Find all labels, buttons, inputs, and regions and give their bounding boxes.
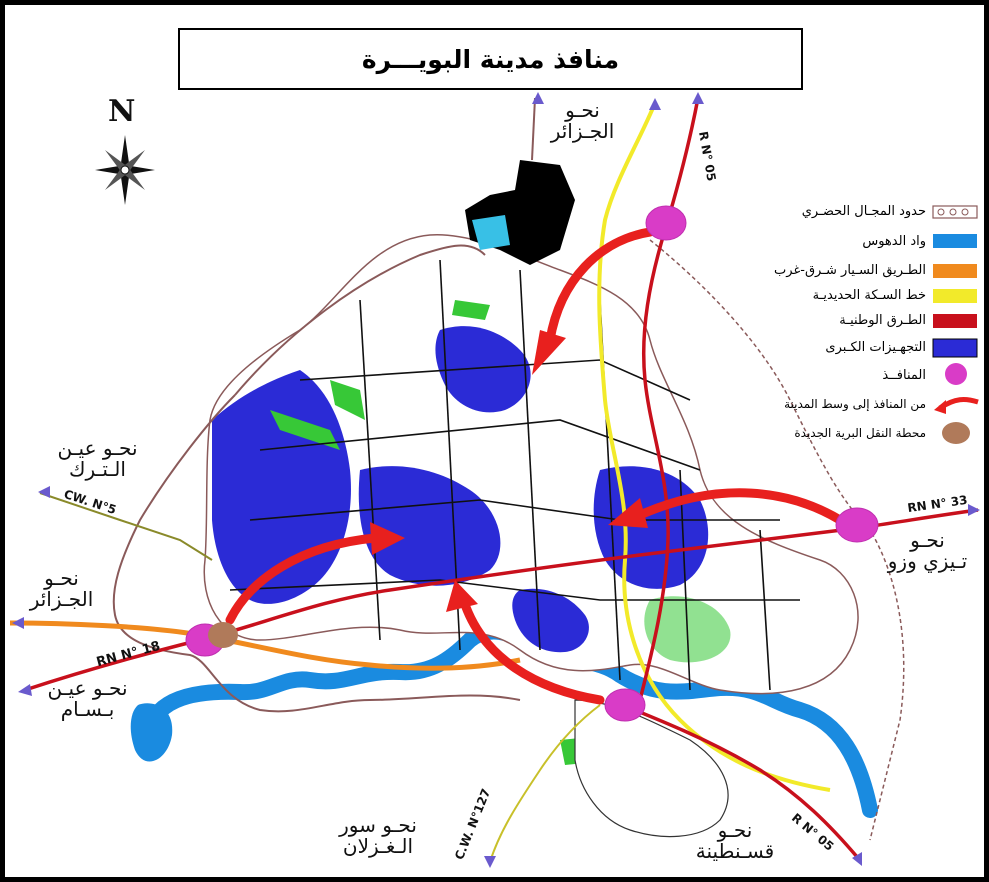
- legend-item-highway: الطـريق السـيار شـرق-غرب: [774, 263, 926, 278]
- equipment-zone-center: [358, 466, 501, 586]
- gateway-arrows: [225, 227, 845, 705]
- legend-item-national-roads: الطـرق الوطنيـة: [839, 313, 926, 328]
- arrow-west-gateway: [225, 533, 380, 625]
- green-space-1: [270, 410, 340, 450]
- green-space-3: [452, 300, 490, 320]
- destination-tizi-ouzou: نحـو تـيزي وزو: [887, 528, 968, 573]
- urban-limit-line: [112, 394, 521, 713]
- arrow-south-gateway: [457, 590, 605, 705]
- cw5-road: [39, 492, 213, 561]
- map-title-box: منافذ مدينة البويـــرة: [178, 28, 803, 90]
- urban-area: [203, 234, 859, 695]
- legend-item-bus-station: محطة النقل البرية الجديدة: [794, 426, 926, 440]
- destination-north-algiers: نحـو الجـزائر: [550, 98, 615, 143]
- legend-item-gateways: المنافــذ: [882, 368, 926, 383]
- gateway-arrowheads: [370, 330, 648, 612]
- map-title: منافذ مدينة البويـــرة: [361, 44, 620, 74]
- destination-ain-bessem: نحـو عيـن بـسـام: [47, 676, 128, 721]
- rn5-south-road: [609, 698, 860, 860]
- destination-west-algiers: نحـو الجـزائر: [29, 566, 94, 611]
- equipment-zone-south: [512, 588, 589, 653]
- north-district-basin: [472, 215, 510, 250]
- north-label: N: [108, 94, 136, 129]
- compass-rose-icon: [95, 135, 155, 205]
- cw127-road: [489, 704, 601, 863]
- legend-item-railway: خط السـكة الحديديـة: [812, 288, 926, 303]
- equipment-zone-north: [435, 326, 531, 413]
- gateway-east: [835, 507, 879, 543]
- road-network: [229, 259, 800, 691]
- legend-item-gateway-arrows: من المنافذ إلى وسط المدينة: [784, 397, 926, 411]
- river-lobe-west: [130, 703, 173, 762]
- gateway-north: [645, 205, 687, 241]
- north-access-road: [531, 97, 536, 161]
- urban-limit-line-north: [234, 244, 486, 396]
- arrow-north-gateway: [545, 227, 655, 345]
- legend-item-urban-limit: حدود المجـال الحضـري: [801, 204, 926, 219]
- rn5-road: [638, 97, 700, 701]
- gateway-south: [604, 688, 646, 722]
- place-label-oued-bouchia: RS O. Bouchia: [632, 769, 688, 789]
- east-west-highway: [9, 620, 521, 671]
- destination-ain-turk: نحـو عيـن الـتـرك: [57, 436, 138, 481]
- south-district: [574, 699, 729, 838]
- direction-arrowheads: [12, 92, 980, 868]
- destination-constantine: نحـو قسـنطينة: [695, 818, 775, 863]
- new-bus-station: [208, 622, 238, 648]
- green-space-2: [330, 380, 365, 420]
- arrow-east-gateway: [635, 488, 845, 525]
- gateway-markers: [185, 205, 879, 722]
- destination-sour-ghozlane: نحـو سور الـغـزلان: [339, 813, 417, 858]
- legend-item-major-equipment: التجهـيزات الكـبرى: [825, 340, 926, 355]
- legend-item-river: واد الدهوس: [862, 234, 926, 249]
